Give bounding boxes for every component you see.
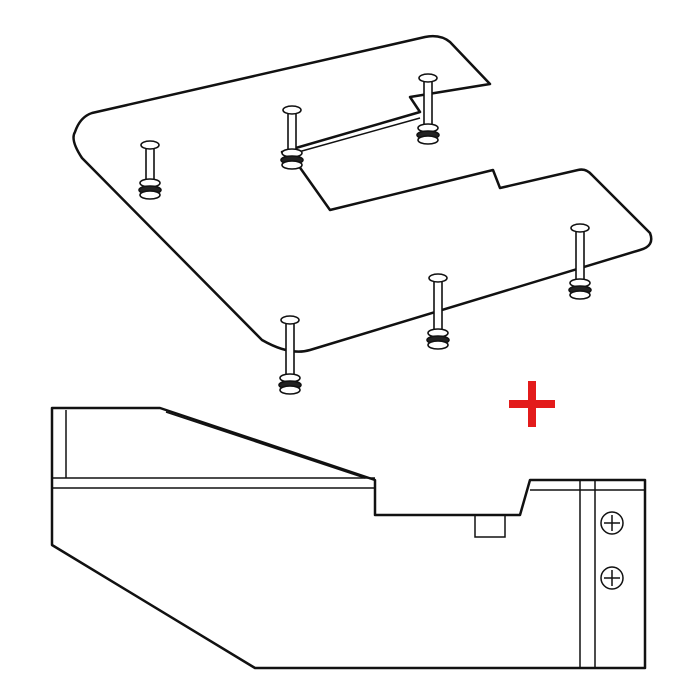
mounting-pin [280, 105, 304, 170]
mounting-pins [138, 73, 592, 395]
screw-icon [600, 511, 624, 535]
sewing-machine-base [50, 406, 647, 670]
mounting-pin [278, 315, 302, 395]
mounting-pin [568, 223, 592, 300]
extension-table-plate [72, 34, 653, 353]
screw-icon [600, 566, 624, 590]
mounting-pin [416, 73, 440, 145]
mounting-pin [138, 140, 162, 200]
base-nub [474, 514, 506, 538]
mounting-pin [426, 273, 450, 350]
plus-icon [509, 381, 555, 427]
